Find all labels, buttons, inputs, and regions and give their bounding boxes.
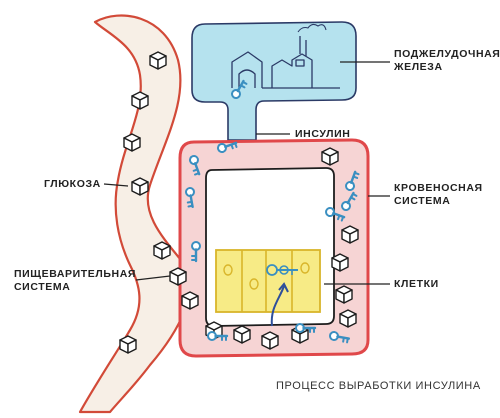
leader-lines (103, 61, 390, 285)
entry-arrow-icon (270, 282, 289, 327)
pancreas-label-line2: ЖЕЛЕЗА (394, 61, 443, 73)
blood-system-label: КРОВЕНОСНАЯ СИСТЕМА (394, 182, 483, 208)
cells (215, 249, 321, 327)
blood-system-label-line1: КРОВЕНОСНАЯ (394, 182, 483, 194)
pancreas-label: ПОДЖЕЛУДОЧНАЯ ЖЕЛЕЗА (394, 48, 500, 74)
digestive-system (78, 14, 192, 414)
pancreas-label-line1: ПОДЖЕЛУДОЧНАЯ (394, 48, 500, 60)
factory-icon (231, 23, 340, 89)
glucose-label: ГЛЮКОЗА (44, 178, 101, 190)
diagram-caption: ПРОЦЕСС ВЫРАБОТКИ ИНСУЛИНА (276, 380, 481, 392)
blood-system-label-line2: СИСТЕМА (394, 195, 451, 207)
cell-lock-icon (266, 264, 298, 276)
digestive-system-label: ПИЩЕВАРИТЕЛЬНАЯ СИСТЕМА (14, 268, 136, 294)
pancreas (191, 21, 357, 141)
digestive-system-label-line1: ПИЩЕВАРИТЕЛЬНАЯ (14, 268, 137, 280)
digestive-system-label-line2: СИСТЕМА (14, 281, 71, 293)
cells-label: КЛЕТКИ (394, 278, 439, 290)
insulin-label: ИНСУЛИН (295, 128, 351, 140)
